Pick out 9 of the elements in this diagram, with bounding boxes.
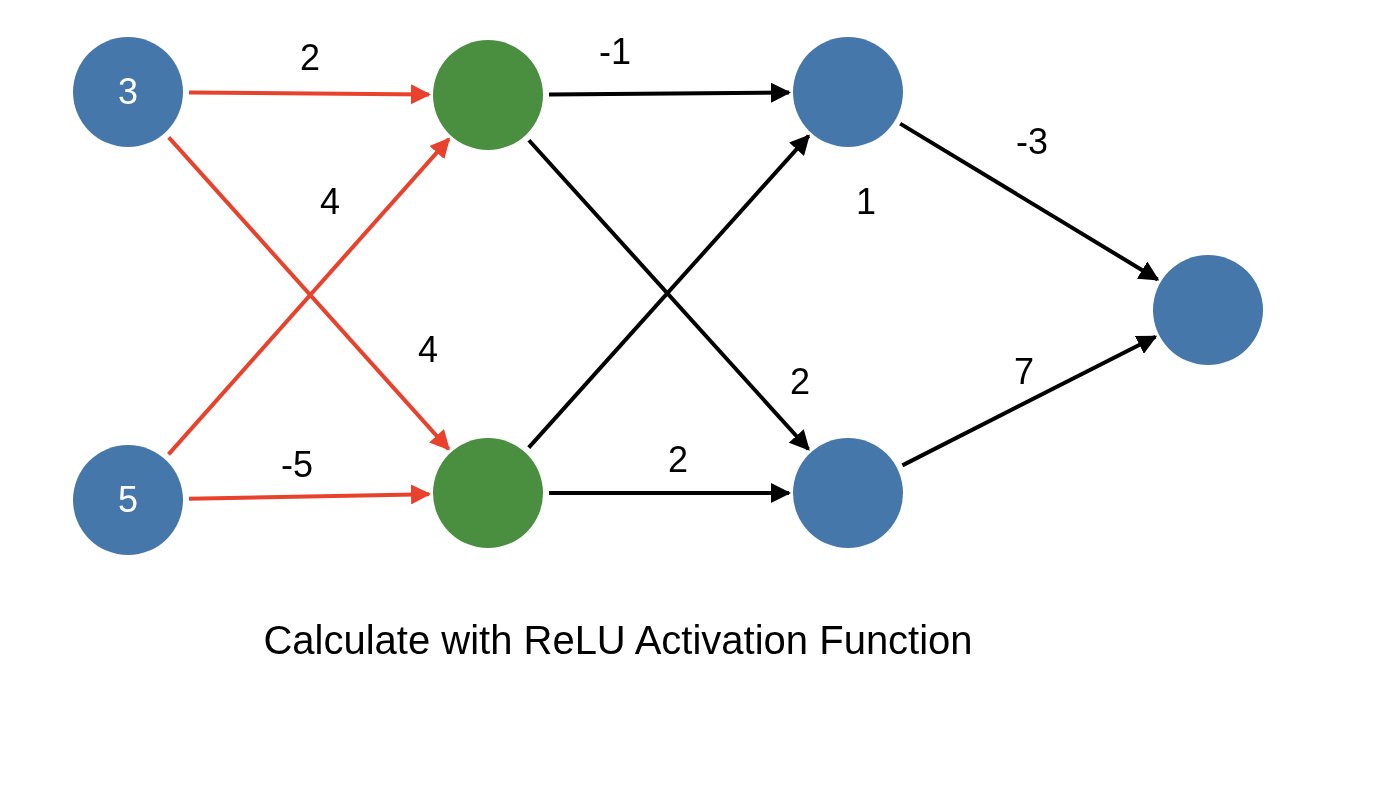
node-value: 3 bbox=[118, 74, 138, 110]
arrow bbox=[549, 82, 791, 103]
arrow bbox=[188, 484, 431, 505]
arrow bbox=[901, 334, 1158, 468]
arrow bbox=[899, 121, 1160, 282]
caption: Calculate with ReLU Activation Function bbox=[263, 617, 973, 663]
node-value: 5 bbox=[118, 482, 138, 518]
arrow bbox=[189, 84, 431, 105]
arrow bbox=[549, 483, 791, 503]
